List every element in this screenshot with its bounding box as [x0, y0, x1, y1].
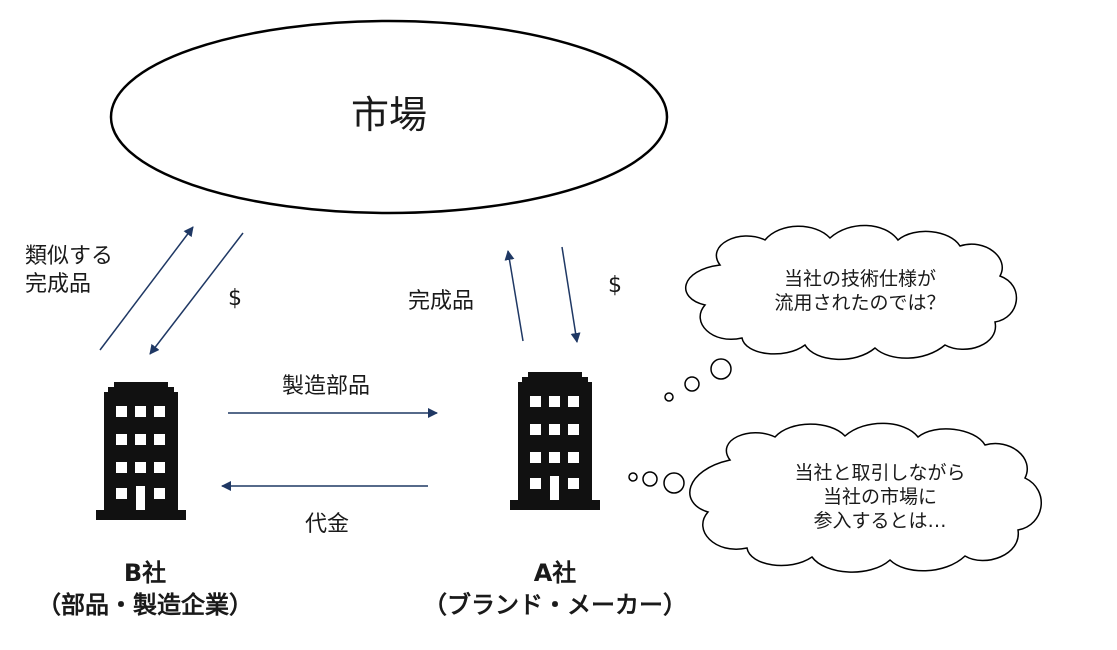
thought-top-text: 当社の技術仕様が 流用されたのでは？ — [774, 268, 946, 314]
company-a-name: A社 — [533, 559, 577, 587]
thought-cloud-bottom — [628, 422, 1042, 573]
arrow-market-to-a — [561, 246, 581, 343]
company-a-role: （ブランド・メーカー） — [423, 591, 687, 619]
thought-bottom-text: 当社と取引しながら 当社の市場に 参入するとは… — [794, 462, 966, 532]
label-similar-products: 類似する 完成品 — [25, 244, 114, 297]
company-b-role: （部品・製造企業） — [37, 591, 253, 619]
label-b-money: $ — [228, 286, 242, 311]
company-b-name: B社 — [123, 559, 167, 587]
arrow-b-to-market — [99, 226, 194, 351]
market-label: 市場 — [350, 93, 427, 137]
office-building-icon — [96, 382, 186, 520]
thought-cloud-top — [664, 224, 1017, 402]
market-ellipse — [109, 19, 669, 215]
arrow-a-to-market — [504, 250, 524, 342]
label-parts: 製造部品 — [282, 374, 371, 399]
arrow-market-to-b — [149, 232, 244, 355]
label-a-products: 完成品 — [408, 289, 475, 314]
label-payment: 代金 — [305, 512, 350, 537]
office-building-icon — [510, 372, 600, 510]
label-a-money: $ — [608, 273, 622, 298]
